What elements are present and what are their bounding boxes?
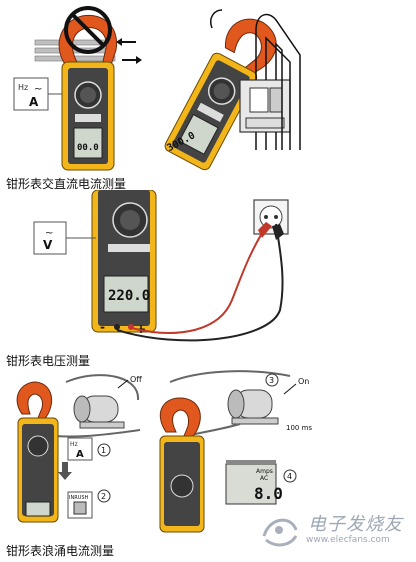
caption-section-2: 钳形表电压测量 <box>6 354 91 368</box>
motor-left <box>73 395 125 429</box>
readout-panel <box>225 460 277 505</box>
section-ac-dc-current: Hz ~ A 00.0 300.0 钳形表交直 <box>0 0 416 191</box>
label-unit-3: A <box>76 449 84 460</box>
step-marker-3 <box>265 373 279 387</box>
inrush-measurement-illustration: Off Hz A INRUSH 1 2 <box>16 370 312 533</box>
label-unit-1: A <box>29 95 39 109</box>
label-unit-2: V <box>43 238 53 252</box>
meter3-screen <box>103 275 149 313</box>
step-3-number: 3 <box>269 376 274 385</box>
label-tilde-1: ~ <box>34 84 42 95</box>
rotate-arrow <box>210 9 223 29</box>
readout-value: 8.0 <box>254 484 283 503</box>
clamp-meter-5 <box>159 397 205 533</box>
voltage-measurement-illustration: 220.0 ~ V - + <box>33 190 289 342</box>
clamp-meter-4 <box>16 381 59 523</box>
breaker-wires <box>255 13 301 150</box>
time-label: 100 ms <box>286 424 312 432</box>
meter1-display: 00.0 <box>77 143 99 153</box>
label-hz-1: Hz <box>18 83 28 92</box>
motor-right <box>227 389 279 425</box>
function-label-box-1 <box>13 77 62 111</box>
watermark-title: 电子发烧友 <box>308 514 403 535</box>
caption-section-3: 钳形表浪涌电流测量 <box>6 544 115 558</box>
step-4-number: 4 <box>287 472 292 481</box>
step-marker-4 <box>283 469 297 483</box>
function-label-box-3 <box>67 437 93 461</box>
meter3-display: 220.0 <box>108 288 150 304</box>
section-inrush: Off Hz A INRUSH 1 2 <box>0 370 416 562</box>
watermark-url: www.elecfans.com <box>306 535 390 545</box>
clamp-meter-3 <box>91 190 157 333</box>
meter1-screen <box>73 127 103 159</box>
inrush-label: INRUSH <box>69 495 89 501</box>
motor-on-label: On <box>298 377 309 386</box>
label-hz-3: Hz <box>70 441 78 448</box>
function-label-box-2 <box>33 221 96 255</box>
current-arrows <box>116 38 142 64</box>
black-probe <box>272 224 284 240</box>
step-marker-2 <box>97 489 111 503</box>
caption-section-1: 钳形表交直流电流测量 <box>6 177 127 191</box>
motor-off-label: Off <box>130 375 142 384</box>
watermark: 电子发烧友 www.elecfans.com <box>256 508 406 552</box>
forbidden-sign <box>64 6 112 54</box>
inrush-button-box <box>67 491 93 519</box>
minus-terminal-label: - <box>100 320 105 334</box>
down-arrow <box>58 462 72 480</box>
step-2-number: 2 <box>101 492 106 501</box>
ac-label: AC <box>260 475 268 482</box>
red-probe <box>258 222 272 238</box>
clamp-meter-1 <box>58 14 118 171</box>
test-leads <box>116 223 284 342</box>
step-marker-1 <box>97 443 111 457</box>
clamp-meter-2 <box>164 18 277 171</box>
current-measurement-illustration: Hz ~ A 00.0 300.0 <box>13 6 301 171</box>
step-1-number: 1 <box>101 446 106 455</box>
plus-terminal-label: + <box>136 322 146 336</box>
label-tilde-2: ~ <box>45 228 53 239</box>
amps-label: Amps <box>256 468 273 475</box>
section-voltage: 220.0 ~ V - + 钳形表电压测量 <box>0 190 416 370</box>
watermark-logo <box>262 518 298 547</box>
